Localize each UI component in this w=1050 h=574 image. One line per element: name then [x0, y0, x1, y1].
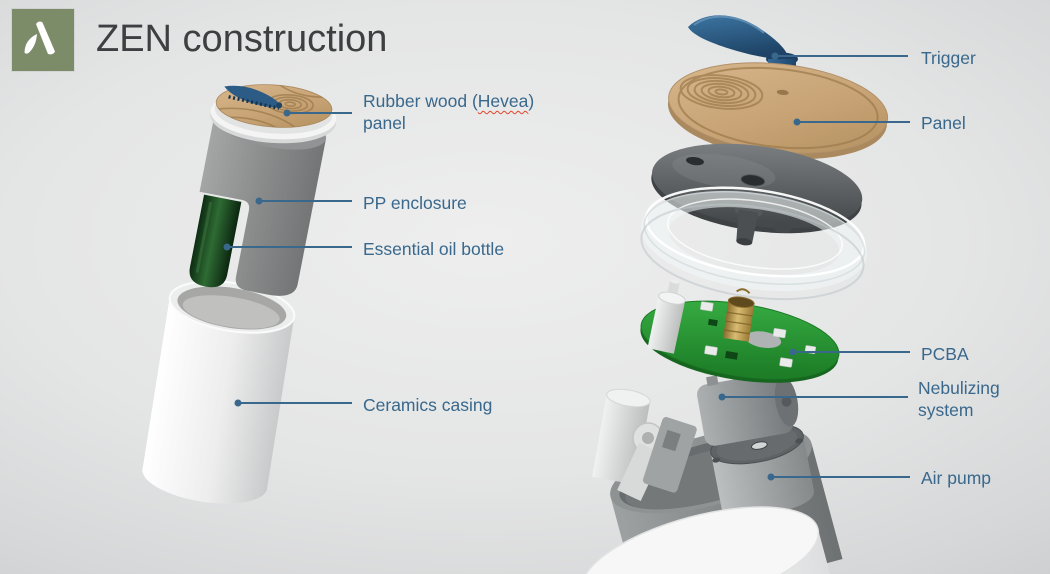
leader-air-pump: [767, 473, 910, 481]
recessed-trigger-part: [224, 85, 283, 111]
nebulizing-system-part: [592, 366, 799, 502]
label-air-pump: Air pump: [921, 468, 992, 488]
glass-ring-part: [640, 186, 868, 301]
leader-pcba: [789, 348, 910, 356]
label-pp-enclosure: PP enclosure: [363, 193, 467, 213]
pcb-white-cylinder: [647, 279, 686, 354]
label-ceramics-casing: Ceramics casing: [363, 395, 493, 415]
essential-oil-bottle-part: [189, 194, 242, 288]
leader-trigger: [771, 52, 908, 60]
label-nebulizing-system: Nebulizing system: [918, 378, 1000, 421]
white-casing-part: [580, 506, 842, 574]
leader-pp-enclosure: [255, 197, 352, 205]
zen-groove-pattern: [677, 66, 891, 163]
lambda-leaf-icon: [24, 21, 55, 55]
brand-logo: [12, 9, 74, 71]
label-essential-oil-bottle: Essential oil bottle: [363, 239, 505, 259]
leader-ceramics-casing: [234, 399, 352, 407]
pcb-gold-component: [723, 288, 755, 342]
ceramics-casing-part: [142, 280, 296, 504]
wood-panel-part: [667, 62, 891, 163]
misspelled-word: Hevea: [477, 91, 529, 111]
nebulizer-motor: [697, 366, 799, 446]
label-panel: Panel: [921, 113, 966, 133]
leader-nebulizing-system: [718, 393, 908, 401]
leader-essential-oil-bottle: [223, 243, 352, 251]
leader-panel: [793, 118, 910, 126]
label-rubber-wood-panel: Rubber wood (Hevea) panel: [363, 91, 535, 134]
label-pcba: PCBA: [921, 344, 969, 364]
leader-rubber-wood-panel: [283, 109, 352, 117]
leader-lines: [223, 52, 910, 481]
label-trigger: Trigger: [921, 48, 976, 68]
page-title: ZEN construction: [96, 18, 388, 60]
